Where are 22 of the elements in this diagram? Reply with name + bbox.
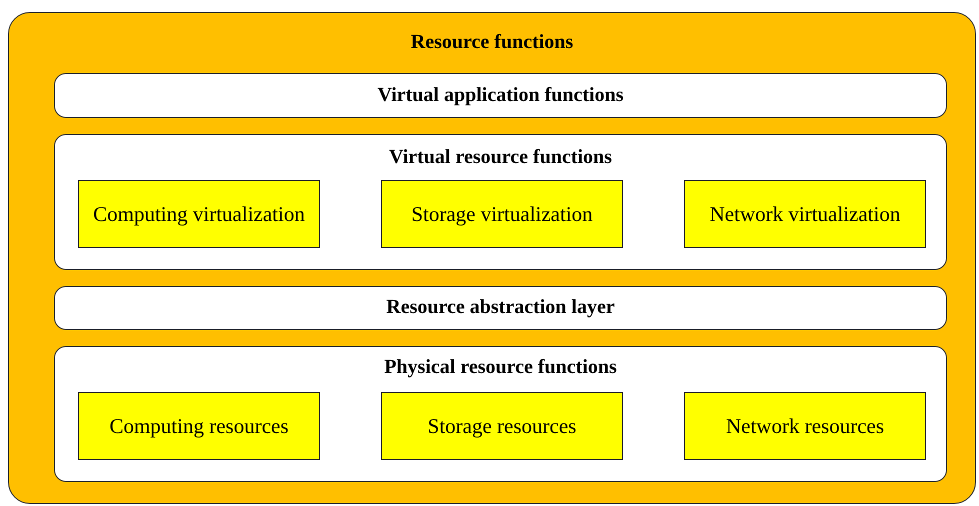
layer-box xyxy=(54,346,947,482)
function-box xyxy=(78,180,320,248)
box-label: Storage resources xyxy=(428,413,576,439)
box-label: Computing resources xyxy=(109,413,289,439)
function-box xyxy=(381,392,623,460)
layer-box xyxy=(54,73,947,118)
box-label: Computing virtualization xyxy=(93,201,305,227)
layer-title: Resource abstraction layer xyxy=(386,296,615,319)
layer-title: Resource functions xyxy=(410,31,574,54)
box-label: Storage virtualization xyxy=(411,201,593,227)
function-box xyxy=(78,392,320,460)
layer-title: Virtual resource functions xyxy=(389,146,612,169)
layer-title: Virtual application functions xyxy=(378,84,624,107)
function-box xyxy=(684,392,926,460)
box-label: Network virtualization xyxy=(710,201,900,227)
function-box xyxy=(684,180,926,248)
outer-panel xyxy=(8,12,976,504)
layer-title: Physical resource functions xyxy=(384,356,617,379)
box-label: Network resources xyxy=(726,413,884,439)
layer-box xyxy=(54,134,947,270)
function-box xyxy=(381,180,623,248)
layer-box xyxy=(54,286,947,330)
